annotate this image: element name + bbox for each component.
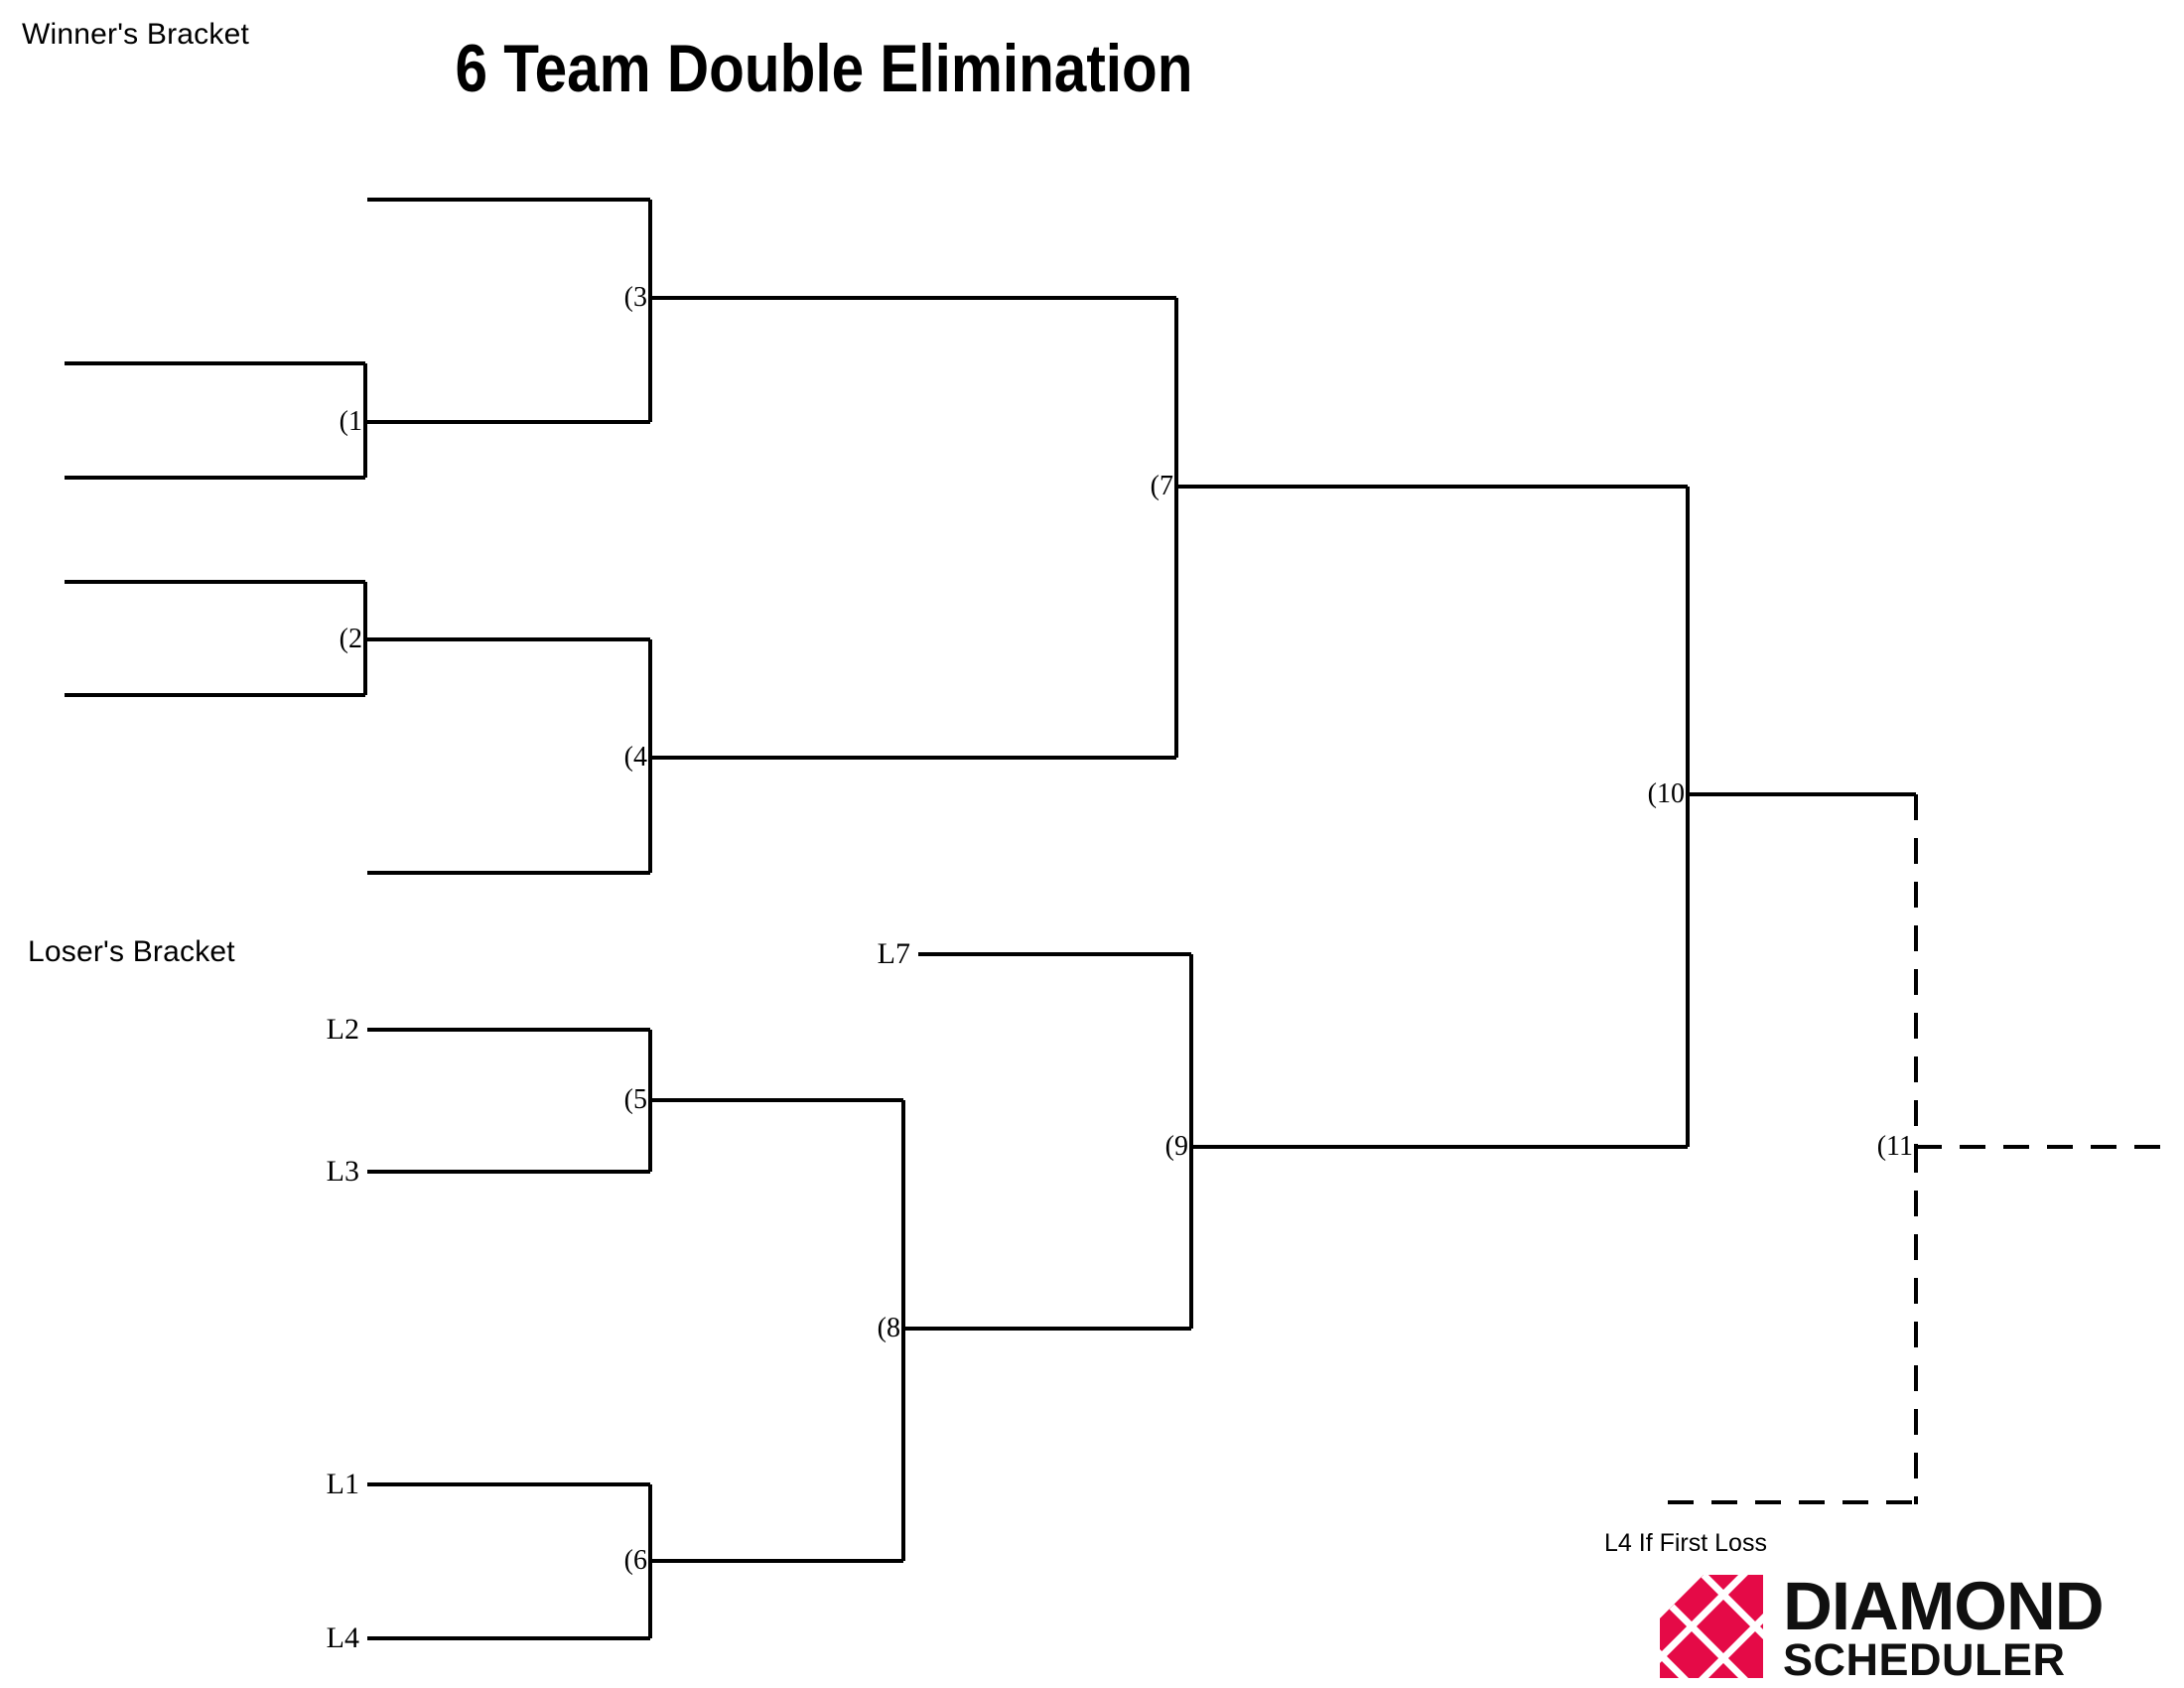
seed-label-l7: L7 — [877, 937, 910, 970]
l4-if-first-loss-note: L4 If First Loss — [1604, 1529, 1767, 1557]
seed-label-l1: L1 — [326, 1468, 359, 1500]
game-label-4: (4 — [623, 742, 647, 773]
game-label-10: (10 — [1647, 778, 1685, 809]
page-title: 6 Team Double Elimination — [455, 31, 1193, 106]
game-label-7: (7 — [1150, 471, 1173, 501]
game-label-3: (3 — [623, 282, 647, 313]
logo-word-scheduler: SCHEDULER — [1783, 1634, 2066, 1686]
game-label-1: (1 — [339, 406, 362, 437]
winners-bracket-heading: Winner's Bracket — [22, 18, 249, 51]
game-label-9: (9 — [1164, 1131, 1188, 1162]
seed-label-l3: L3 — [326, 1155, 359, 1188]
game-label-8: (8 — [877, 1313, 900, 1343]
game-label-11: (11 — [1876, 1131, 1913, 1162]
logo-wordmark: DIAMOND SCHEDULER — [1783, 1568, 2105, 1686]
game-label-6: (6 — [623, 1545, 647, 1576]
diamond-logo-mark-icon — [1660, 1575, 1763, 1678]
logo-word-diamond: DIAMOND — [1783, 1568, 2105, 1644]
seed-label-l2: L2 — [326, 1013, 359, 1046]
seed-label-l4: L4 — [326, 1621, 359, 1654]
losers-bracket-heading: Loser's Bracket — [28, 935, 235, 968]
diamond-scheduler-logo: DIAMOND SCHEDULER — [1660, 1568, 2105, 1686]
game-label-5: (5 — [623, 1084, 647, 1115]
game-label-2: (2 — [339, 624, 362, 654]
